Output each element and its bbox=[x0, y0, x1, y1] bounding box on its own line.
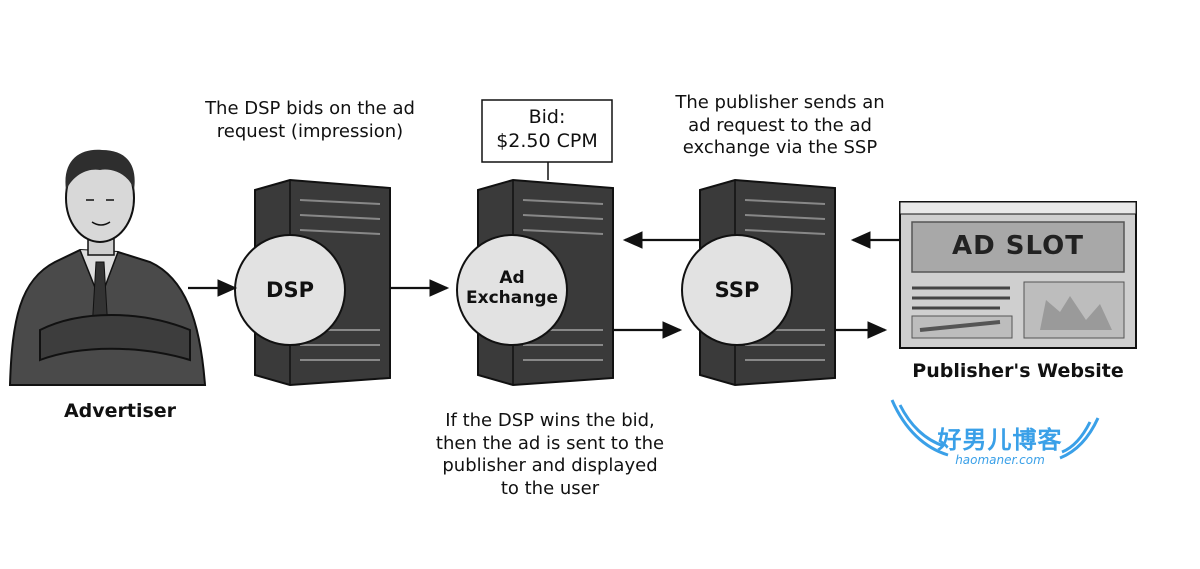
publisher-website-label: Publisher's Website bbox=[912, 360, 1124, 382]
node-dsp-label: DSP bbox=[266, 278, 314, 302]
advertiser-label: Advertiser bbox=[63, 400, 177, 422]
bid-callout-text: Bid: $2.50 CPM bbox=[496, 106, 598, 152]
ad-slot-box bbox=[911, 221, 1125, 273]
publisher-website bbox=[899, 201, 1137, 349]
advertiser-figure bbox=[8, 149, 207, 386]
annotation-dsp-bids: The DSP bids on the ad request (impressi… bbox=[205, 98, 415, 142]
bid-callout-box bbox=[481, 99, 613, 163]
annotation-dsp-wins: If the DSP wins the bid, then the ad is … bbox=[435, 410, 665, 499]
watermark-chinese: 好男儿博客 bbox=[937, 426, 1063, 454]
node-exchange-label: Ad Exchange bbox=[465, 268, 559, 309]
ssp-circle bbox=[681, 234, 793, 346]
watermark-url: haomaner.com bbox=[955, 453, 1045, 467]
node-ssp-label: SSP bbox=[714, 278, 760, 302]
exchange-circle bbox=[456, 234, 568, 346]
annotation-publisher-sends: The publisher sends an ad request to the… bbox=[675, 92, 885, 158]
ad-slot-label: AD SLOT bbox=[952, 231, 1084, 261]
watermark-logo bbox=[890, 399, 1100, 460]
